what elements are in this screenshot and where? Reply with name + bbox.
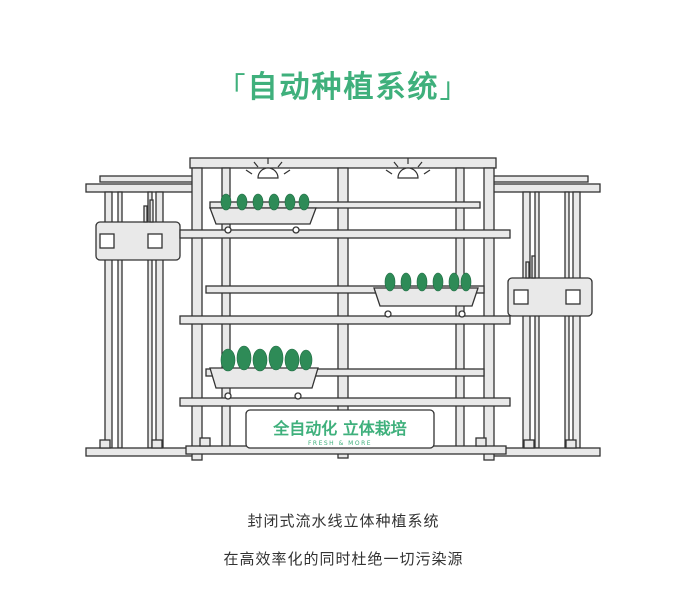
planting-rack-illustration: 全自动化 立体栽培 FRESH & MORE — [85, 157, 601, 461]
title-text: 自动种植系统 — [247, 70, 440, 105]
plants-bottom-icon — [220, 345, 313, 372]
main-frame — [179, 157, 511, 461]
title-close-bracket: 」 — [439, 71, 470, 104]
grow-light-left-icon — [245, 158, 291, 179]
sign-main-text: 全自动化 立体栽培 — [272, 419, 407, 438]
plant-tray-top — [209, 207, 317, 234]
caption-line-2: 在高效率化的同时杜绝一切污染源 — [223, 550, 464, 568]
plants-top-icon — [220, 193, 310, 211]
title-open-bracket: 「 — [217, 71, 248, 104]
plants-middle-icon — [384, 272, 472, 292]
caption-line-1: 封闭式流水线立体种植系统 — [247, 512, 440, 530]
left-side-frame — [85, 175, 199, 457]
grow-light-right-icon — [385, 158, 431, 179]
plant-tray-middle — [373, 287, 479, 318]
page-title: 「自动种植系统」 — [0, 62, 687, 106]
rack-feet — [99, 437, 577, 449]
plant-tray-bottom — [209, 367, 319, 400]
sign-board: 全自动化 立体栽培 FRESH & MORE — [245, 409, 435, 449]
sign-sub-text: FRESH & MORE — [308, 440, 372, 447]
